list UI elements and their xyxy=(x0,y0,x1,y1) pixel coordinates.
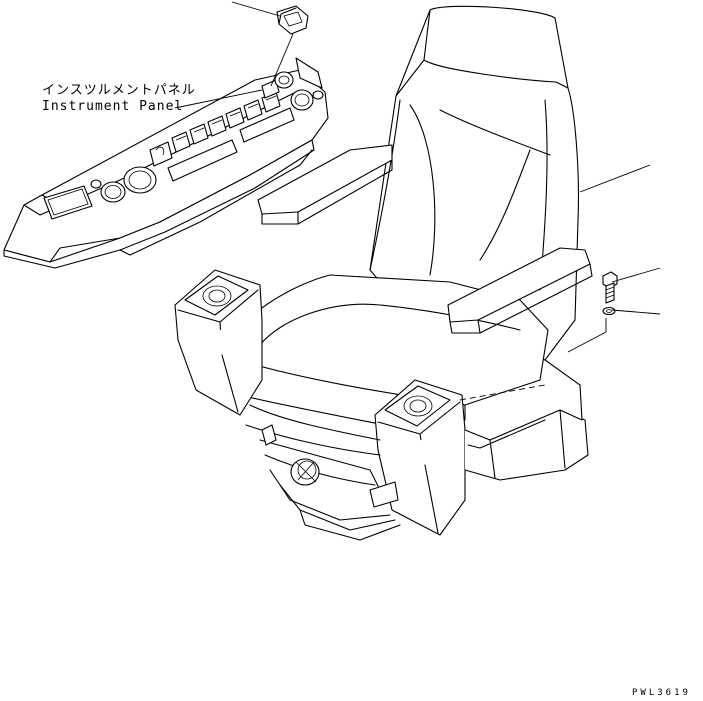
leader-line-panel xyxy=(174,89,263,109)
switch-bank xyxy=(149,91,281,167)
drawing-code: PWL3619 xyxy=(632,688,691,698)
leader-line-washer xyxy=(611,309,661,315)
leader-line-washer-down xyxy=(567,318,607,353)
bolt xyxy=(602,271,618,304)
instrument-panel-label-jp: インスツルメントパネル xyxy=(42,83,196,98)
switch-part xyxy=(276,5,309,35)
leader-line-switch xyxy=(231,1,281,17)
leader-line-bolt xyxy=(611,267,661,283)
operator-seat xyxy=(174,5,593,541)
leader-line-switch-down xyxy=(270,33,294,87)
instrument-panel-label-en: Instrument Panel xyxy=(42,99,184,114)
instrument-panel xyxy=(3,57,329,269)
washer xyxy=(602,306,616,316)
leader-line-seat xyxy=(579,164,651,193)
